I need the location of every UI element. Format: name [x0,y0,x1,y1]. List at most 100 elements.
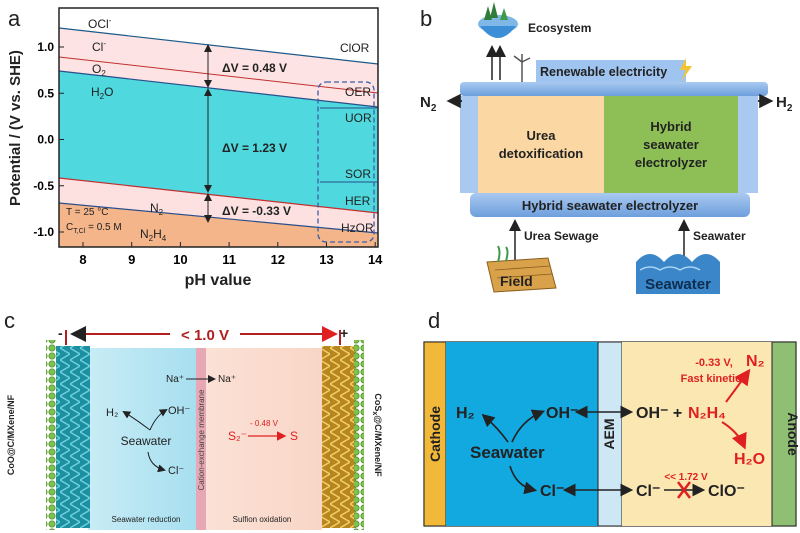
blocked-cross-icon [677,481,691,499]
s-label: S [290,429,298,443]
reaction-hzor: HzOR [341,221,374,235]
x-tick-label: 11 [222,252,236,267]
na-left: Na⁺ [166,374,184,385]
band-hydrazine [59,203,378,247]
cathode-material-label: CoO@C/MXene/NF [6,394,16,475]
kinetics-line-1: -0.33 V, [695,357,733,369]
renewable-label: Renewable electricity [540,65,667,79]
reaction-her: HER [345,194,371,208]
reaction-oer: OER [345,85,371,99]
minus-terminal: - [58,325,63,341]
h2-label: H₂ [106,407,118,419]
species-n2: N2 [150,201,164,217]
seawater-label: Seawater [645,276,711,293]
x-tick-label: 13 [319,252,333,267]
panel-label-d: d [428,308,440,333]
band-nitrogen [59,178,378,233]
anode-electrode [322,346,356,528]
line-ocl [58,27,379,65]
axes-frame [58,7,379,248]
renewable-bar [536,60,686,82]
temperature-label: T = 25 °C [66,207,108,218]
na-right: Na⁺ [218,374,236,385]
y-tick-label: 1.0 [37,40,54,54]
line-o2 [58,70,379,108]
species-cl: Cl- [92,39,106,54]
anode-label: Anode [785,412,800,456]
seawater-compartment [88,348,196,530]
sulfion-compartment [206,348,322,530]
x-tick-label: 9 [128,252,135,267]
y-axis-label: Potential / (V vs. SHE) [7,50,24,206]
panel-label-a: a [8,6,21,31]
hybrid-label-3: electrolyzer [635,155,707,170]
lightning-icon [680,58,692,82]
species-h2o: H2O [91,85,113,101]
s2-label: S₂⁻ [228,429,247,443]
nickel-foam-right [354,340,364,530]
h2o-product: H₂O [734,451,765,468]
panel-label-b: b [420,6,432,31]
chlorine-limit: << 1.72 V [664,472,708,483]
cl-label: Cl⁻ [168,465,184,477]
reaction-sor: SOR [345,167,371,181]
cell-voltage: < 1.0 V [181,327,229,344]
y-tick-label: -1.0 [33,225,54,239]
kinetics-line-2: Fast kinetics [681,373,748,385]
h2-product: H₂ [456,405,475,422]
ecosystem-label: Ecosystem [528,21,591,35]
vessel-top [460,82,768,96]
s2-potential: - 0.48 V [250,419,279,428]
seawater-species: Seawater [121,434,172,448]
cation-membrane [196,348,206,530]
hybrid-label-2: seawater [643,137,699,152]
concentration-label: CT,Cl = 0.5 M [66,222,122,235]
n2-output: N2 [420,94,437,114]
urea-detox-label-1: Urea [527,128,557,143]
seawater-reactant: Seawater [470,443,545,462]
field-label: Field [500,273,533,289]
x-tick-label: 8 [79,252,86,267]
panel-b: b Ecosystem Renewable electricity Urea d… [420,2,793,294]
n2-product: N₂ [746,353,765,370]
y-tick-label: -0.5 [33,179,54,193]
urea-sewage-label: Urea Sewage [524,229,599,243]
band-water [59,71,378,213]
catholyte-compartment [446,342,598,526]
x-tick-label: 14 [368,252,383,267]
urea-detox-chamber [478,96,604,193]
oh-product: OH⁻ [546,405,578,422]
urea-detox-label-2: detoxification [499,146,584,161]
seawater-reduction-caption: Seawater reduction [112,515,181,524]
membrane-label: Cation-exchange membrane [197,389,206,490]
seawater-waves-icon [636,254,720,294]
bottom-bar [470,193,750,217]
n2h4-reactant: N₂H₄ [688,405,726,422]
species-o2: O2 [92,62,106,78]
panel-d: d Cathode AEM Anode H₂ OH⁻ Seawater Cl⁻ … [423,308,800,527]
x-axis-label: pH value [185,272,252,289]
panel-c: c - + < 1.0 V Cation-exchange membrane C… [4,308,383,530]
wind-turbine-icon [513,54,531,82]
bottom-bar-label: Hybrid seawater electrolyzer [522,198,698,213]
reaction-clor: ClOR [340,41,370,55]
cl-reactant: Cl⁻ [636,483,660,500]
oh-label: OH⁻ [168,405,191,417]
delta-v-033: ΔV = -0.33 V [222,204,291,218]
delta-v-048: ΔV = 0.48 V [222,61,287,75]
highlight-box [317,81,375,243]
line-n2 [58,202,379,234]
y-axis-ticks: 1.00.50.0-0.5-1.0 [33,40,64,239]
cl-product: Cl⁻ [540,483,564,500]
anode-material-label: CoSx@C/MXene/NF [371,393,383,477]
panel-label-c: c [4,308,15,333]
electrolyzer-chamber [604,96,738,193]
species-ocl: OCl- [88,16,112,31]
line-cl [58,56,379,94]
h2-output: H2 [776,94,793,114]
x-tick-label: 10 [173,252,187,267]
y-tick-label: 0.0 [37,133,54,147]
